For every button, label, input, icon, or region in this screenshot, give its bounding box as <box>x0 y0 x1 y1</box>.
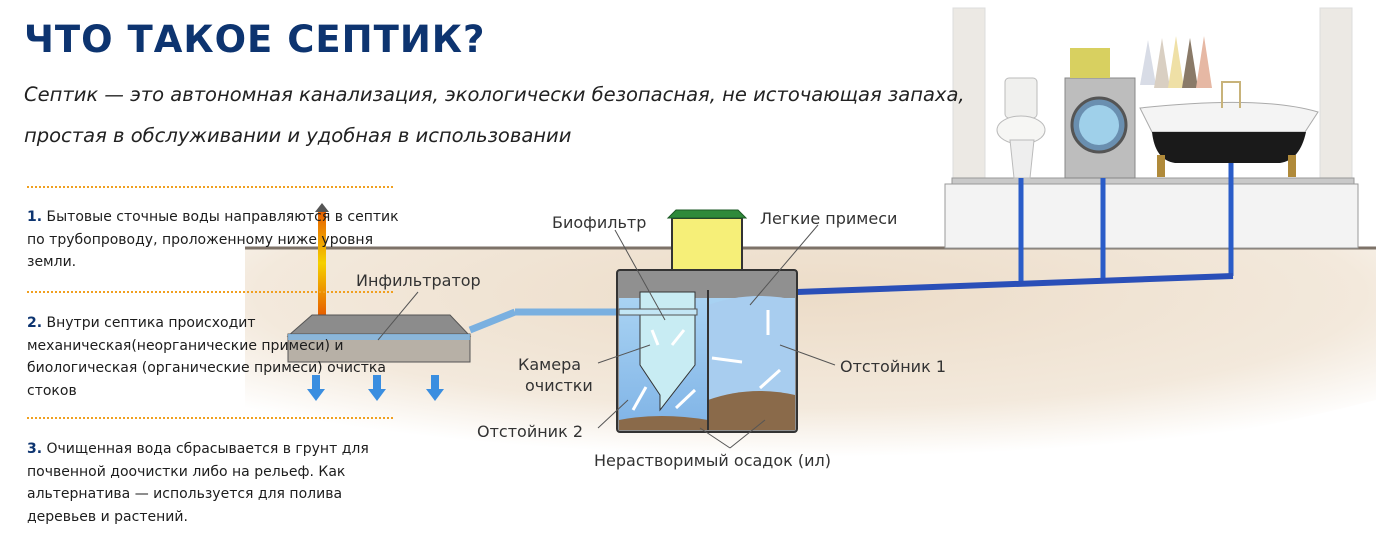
label-settler-2: Отстойник 2 <box>477 422 583 441</box>
separator <box>27 417 393 419</box>
towels-icon <box>1140 36 1212 88</box>
septic-tank <box>616 209 798 433</box>
separator <box>27 291 393 293</box>
step-text: Очищенная вода сбрасывается в грунт для … <box>27 441 369 525</box>
label-chamber: Камера <box>518 355 581 374</box>
label-light-impurities: Легкие примеси <box>760 209 897 228</box>
label-chamber-2: очистки <box>525 376 593 395</box>
toilet-icon <box>996 77 1046 179</box>
step-3: 3. Очищенная вода сбрасывается в грунт д… <box>27 438 407 528</box>
ground <box>245 248 1376 480</box>
page-subtitle: Септик — это автономная канализация, эко… <box>24 83 965 147</box>
outlet-pipe <box>468 308 517 334</box>
label-sediment: Нерастворимый осадок (ил) <box>594 451 831 470</box>
drain-down-arrows <box>307 375 444 401</box>
label-settler-1: Отстойник 1 <box>840 357 946 376</box>
house <box>944 7 1359 249</box>
step-2: 2. Внутри септика происходит механическа… <box>27 312 407 402</box>
label-infiltrator: Инфильтратор <box>356 271 481 290</box>
vent-pipe <box>318 210 326 316</box>
bathtub-icon <box>1139 81 1319 177</box>
step-number: 3. <box>27 441 43 457</box>
step-text: Внутри септика происходит механическая(н… <box>27 315 386 399</box>
drain-pipes <box>796 163 1234 295</box>
step-number: 2. <box>27 315 43 331</box>
separator <box>27 186 393 188</box>
washing-machine-icon <box>1064 48 1136 179</box>
leader-lines <box>377 224 836 449</box>
step-number: 1. <box>27 209 43 225</box>
label-biofilter: Биофильтр <box>552 213 646 232</box>
page-title: ЧТО ТАКОЕ СЕПТИК? <box>24 18 486 61</box>
step-text: Бытовые сточные воды направляются в септ… <box>27 209 399 270</box>
step-1: 1. Бытовые сточные воды направляются в с… <box>27 206 407 274</box>
